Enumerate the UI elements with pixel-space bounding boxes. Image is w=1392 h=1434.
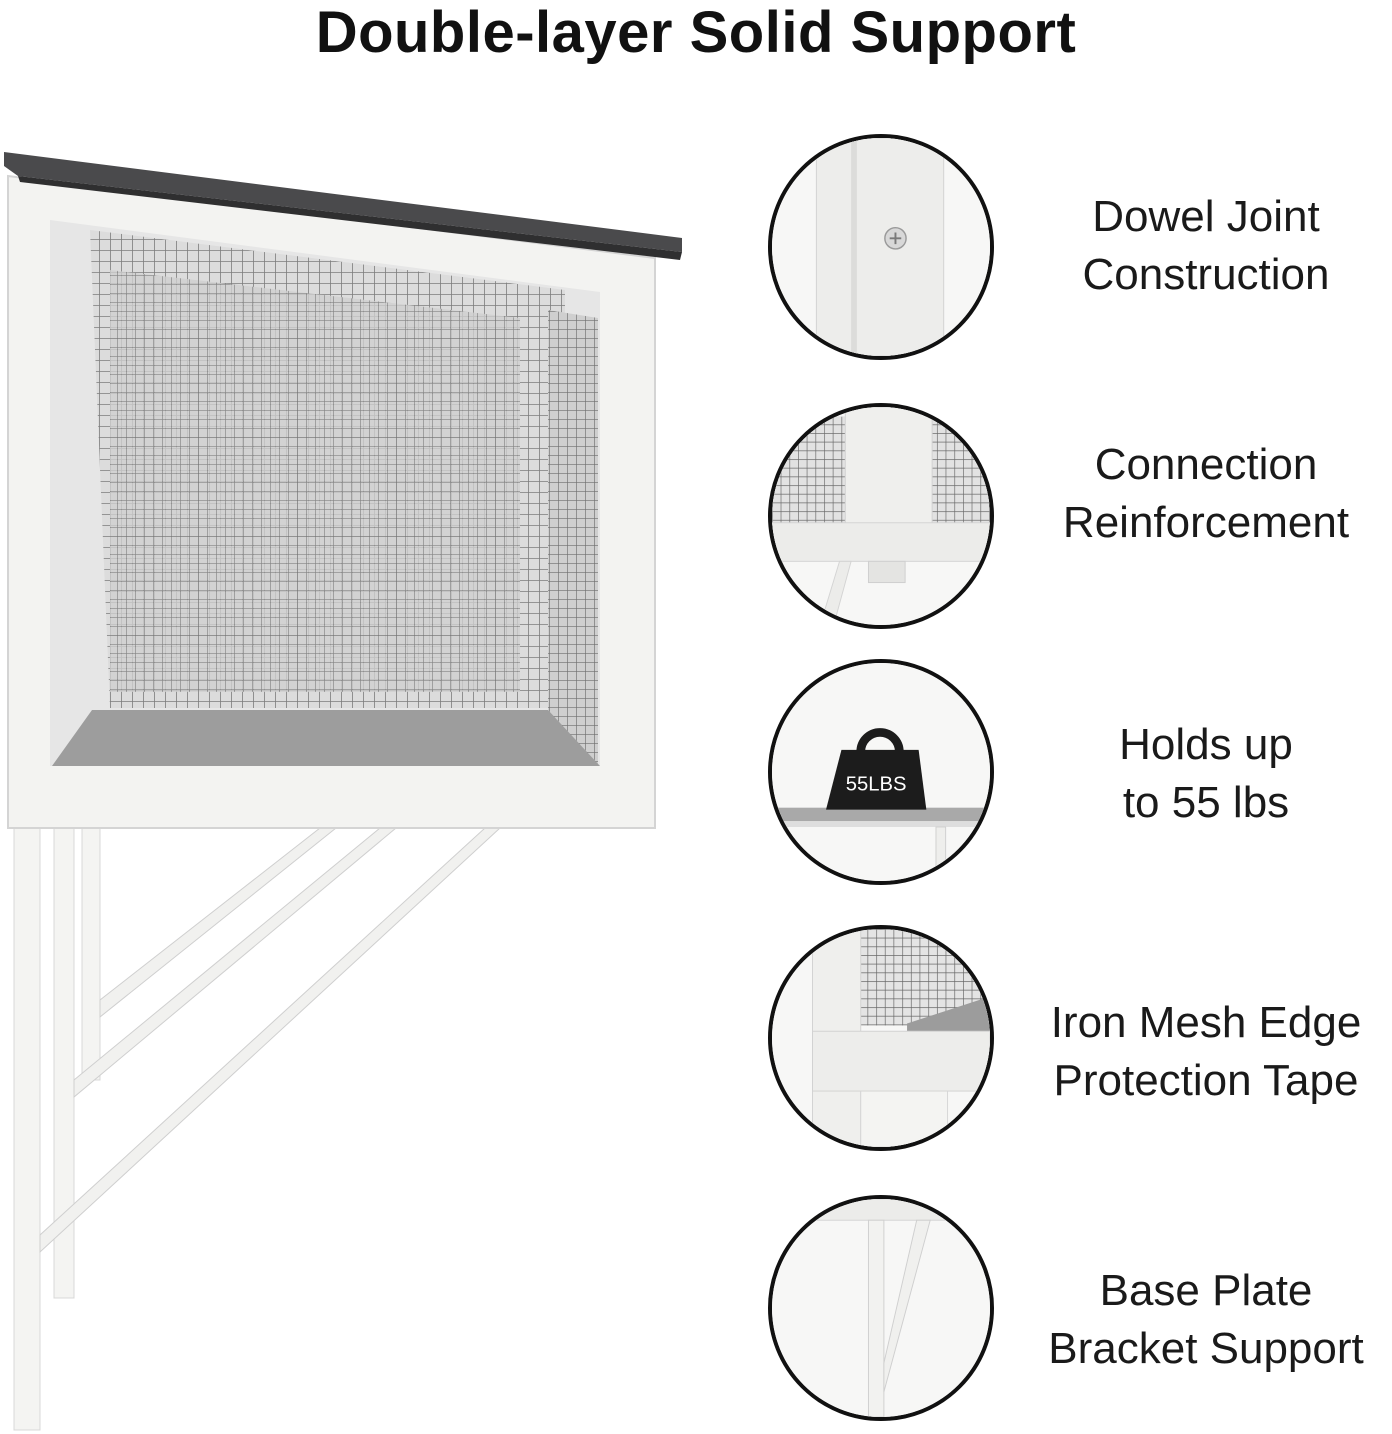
bracket-icon (768, 1195, 994, 1421)
feature-line: Connection (1094, 440, 1318, 489)
feature-line: Reinforcement (1062, 498, 1350, 547)
weight-label: 55LBS (846, 773, 907, 795)
feature-dowel-joint: Dowel Joint Construction (1020, 188, 1392, 304)
hutch-illustration (4, 152, 682, 1431)
feature-line: Iron Mesh Edge (1050, 998, 1362, 1047)
weight-icon: 55LBS (768, 659, 994, 885)
dowel-joint-icon (768, 134, 994, 360)
connection-reinforcement-icon (768, 403, 994, 629)
feature-line: Bracket Support (1048, 1324, 1364, 1373)
feature-line: to 55 lbs (1122, 778, 1290, 827)
feature-connection-reinforcement: Connection Reinforcement (1020, 436, 1392, 552)
page-title: Double-layer Solid Support (315, 0, 1077, 65)
feature-line: Holds up (1119, 720, 1293, 769)
feature-line: Base Plate (1099, 1266, 1313, 1315)
feature-mesh-edge: Iron Mesh Edge Protection Tape (1020, 994, 1392, 1110)
feature-line: Protection Tape (1053, 1056, 1359, 1105)
mesh-edge-icon (768, 925, 994, 1151)
feature-weight-capacity: Holds up to 55 lbs (1020, 716, 1392, 832)
feature-bracket-support: Base Plate Bracket Support (1020, 1262, 1392, 1378)
feature-line: Construction (1082, 250, 1330, 299)
feature-line: Dowel Joint (1092, 192, 1320, 241)
